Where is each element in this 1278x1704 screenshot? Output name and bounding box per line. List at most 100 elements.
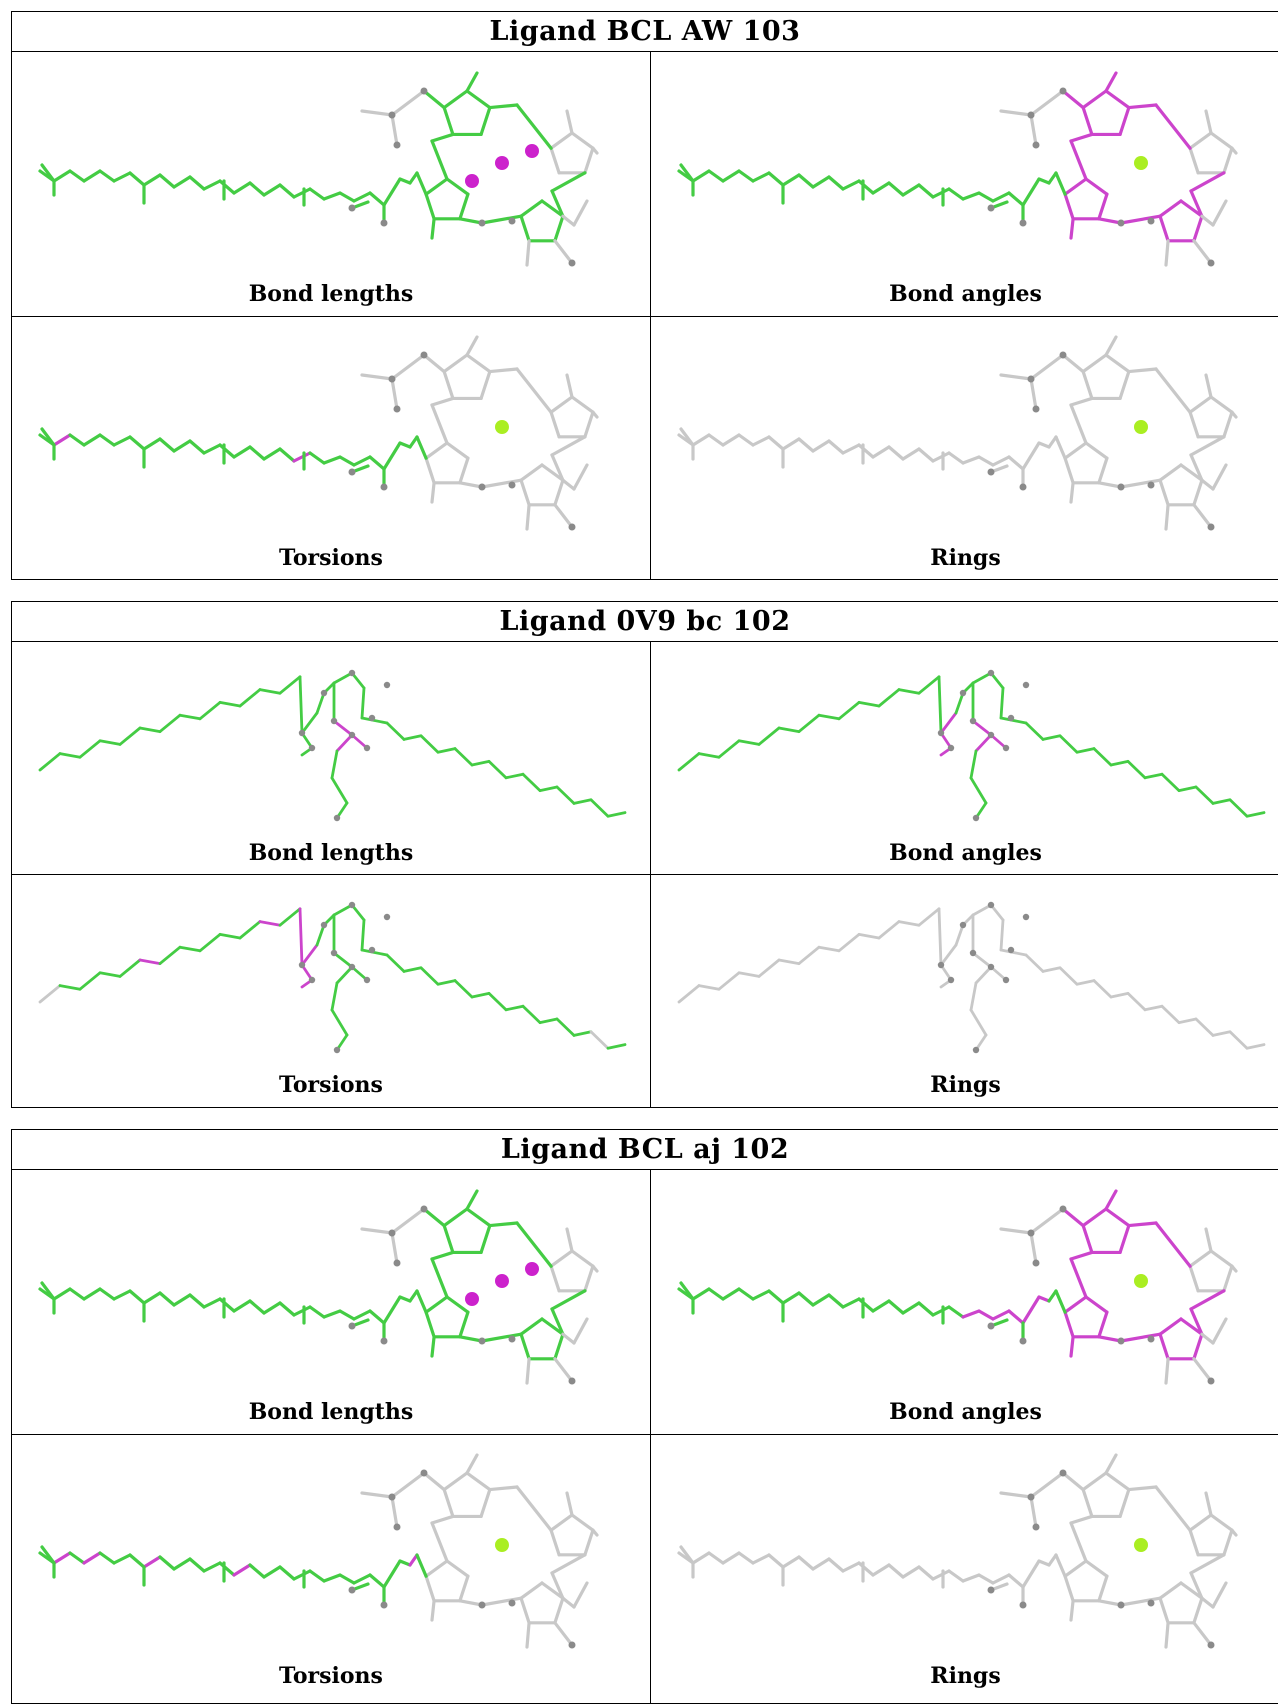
bond: [827, 1557, 845, 1573]
bond: [350, 733, 369, 750]
bond: [887, 181, 905, 197]
bond: [1245, 1043, 1266, 1050]
bond: [877, 688, 901, 708]
bond: [338, 191, 356, 203]
atom: [1059, 351, 1067, 359]
bond: [1097, 456, 1109, 485]
bond: [1158, 199, 1183, 218]
bond: [961, 1309, 981, 1319]
bond: [138, 958, 162, 965]
bond: [971, 951, 993, 969]
bond: [707, 1551, 725, 1565]
bond: [52, 1287, 72, 1301]
bond: [98, 1551, 116, 1565]
bond: [488, 103, 519, 110]
bond: [1211, 798, 1232, 805]
bond: [1160, 1004, 1181, 1025]
bond: [488, 1485, 519, 1492]
atom: [368, 946, 376, 954]
bond: [1118, 1223, 1131, 1255]
bond: [338, 1573, 356, 1585]
bond: [1188, 1513, 1213, 1532]
bond: [515, 1221, 553, 1268]
bond: [679, 1545, 695, 1565]
atom: [987, 1322, 995, 1330]
row-divider: [12, 874, 1278, 875]
bond: [458, 1310, 470, 1339]
bond: [817, 713, 841, 721]
bond: [961, 1573, 981, 1583]
bond: [1054, 1553, 1067, 1578]
bond: [292, 451, 312, 463]
bond: [1024, 953, 1045, 973]
bond: [248, 1299, 266, 1315]
atom: [333, 814, 341, 822]
bond: [721, 169, 741, 183]
bond: [721, 1551, 741, 1565]
bond: [971, 719, 993, 737]
bond: [553, 214, 565, 243]
atom: [1059, 87, 1067, 95]
bond: [442, 369, 455, 401]
bond: [430, 1335, 436, 1358]
bond: [679, 163, 695, 183]
bond: [308, 451, 326, 465]
bond: [424, 456, 436, 485]
bond: [1189, 189, 1204, 218]
bond: [390, 377, 399, 411]
bond: [479, 369, 492, 401]
bond: [424, 177, 449, 196]
molecule-image: [38, 335, 599, 531]
bond: [158, 1291, 176, 1307]
bond: [525, 1621, 531, 1649]
bond: [1104, 1207, 1131, 1228]
bond: [1081, 369, 1094, 401]
bond: [565, 373, 574, 399]
bond: [1041, 966, 1062, 973]
bond: [350, 903, 366, 922]
bond: [521, 1004, 542, 1025]
atom: [947, 976, 955, 984]
bond: [248, 1563, 266, 1579]
bond: [430, 1257, 449, 1299]
bond: [525, 1357, 531, 1385]
bond: [415, 1553, 428, 1578]
bond: [442, 1207, 469, 1228]
bond: [591, 410, 599, 419]
bond: [419, 966, 440, 986]
bond: [954, 691, 965, 715]
bond: [1097, 1310, 1109, 1339]
bond: [1063, 441, 1088, 460]
bond: [445, 441, 470, 460]
bond: [606, 811, 627, 818]
bond: [322, 455, 342, 465]
atom: [937, 729, 945, 737]
bond: [974, 965, 993, 985]
bond: [991, 191, 1011, 203]
bond: [424, 441, 449, 460]
bond: [430, 403, 449, 445]
bond: [999, 1227, 1033, 1235]
bond: [589, 1030, 610, 1050]
bond: [570, 1249, 595, 1268]
bond: [969, 981, 978, 1012]
bond: [1211, 463, 1228, 491]
bond: [40, 1281, 56, 1301]
bond: [1021, 1559, 1041, 1589]
bond: [128, 435, 146, 451]
bond: [954, 923, 965, 947]
bond: [465, 1189, 479, 1211]
atom: [1207, 1377, 1215, 1385]
bond: [1097, 1599, 1123, 1607]
bond: [971, 671, 993, 685]
bond: [583, 146, 595, 175]
bond: [797, 437, 815, 453]
molecule-image: [38, 669, 627, 822]
bond: [549, 1513, 574, 1532]
bond: [797, 1555, 815, 1571]
bond: [232, 181, 252, 195]
view-caption: Torsions: [279, 1072, 383, 1098]
atom: [478, 1337, 486, 1345]
bond: [330, 749, 339, 780]
bond: [422, 353, 446, 374]
